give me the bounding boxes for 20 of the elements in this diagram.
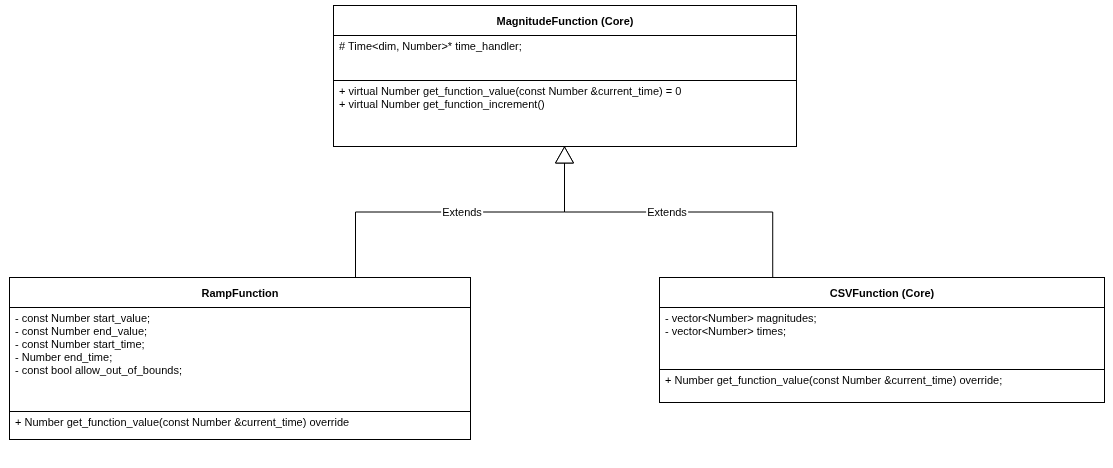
attribute: - const Number end_value; bbox=[15, 325, 148, 338]
method: + virtual Number get_function_value(const Number &current_time) = 0 bbox=[339, 85, 682, 98]
class-name: MagnitudeFunction (Core) bbox=[496, 14, 634, 27]
attribute: - vector<Number> magnitudes; bbox=[665, 312, 817, 325]
attribute: - vector<Number> times; bbox=[665, 325, 787, 338]
class-name: CSVFunction (Core) bbox=[829, 286, 935, 299]
edge-label: Extends bbox=[646, 206, 688, 218]
attribute: - const Number start_value; bbox=[15, 312, 151, 325]
attribute: - Number end_time; bbox=[15, 351, 113, 364]
edge-label: Extends bbox=[441, 206, 483, 218]
class-name: RampFunction bbox=[201, 286, 279, 299]
method: + Number get_function_value(const Number &current_time) override; bbox=[665, 374, 1003, 387]
attribute: - const Number start_time; bbox=[15, 338, 145, 351]
method: + virtual Number get_function_increment() bbox=[339, 98, 545, 111]
class-box bbox=[9, 277, 471, 440]
attribute: - const bool allow_out_of_bounds; bbox=[15, 364, 182, 377]
class-box bbox=[659, 277, 1105, 403]
class-box bbox=[333, 5, 797, 147]
method: + Number get_function_value(const Number &current_time) override bbox=[15, 416, 350, 429]
attribute: # Time<dim, Number>* time_handler; bbox=[339, 40, 522, 53]
